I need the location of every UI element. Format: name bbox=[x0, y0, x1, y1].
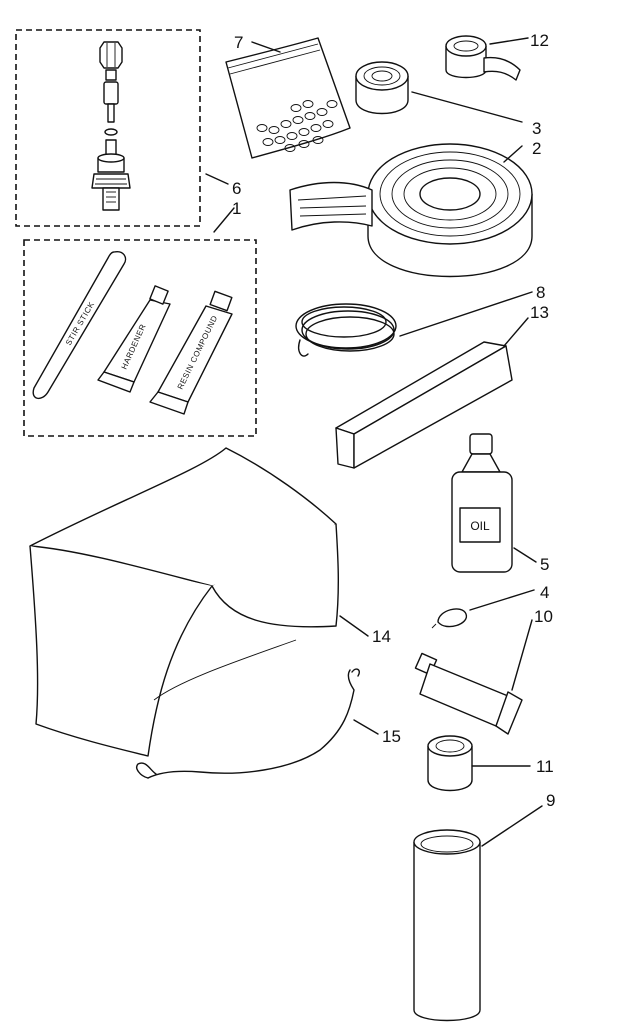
small-can-11 bbox=[427, 735, 473, 792]
epoxy-kit-box bbox=[23, 239, 257, 437]
tube-10 bbox=[414, 652, 523, 735]
cord-15 bbox=[136, 668, 361, 779]
valve-kit-group bbox=[15, 29, 201, 227]
resin-compound-tube: RESIN COMPOUND bbox=[149, 290, 233, 415]
large-tape-roll-2 bbox=[289, 143, 533, 278]
small-tape-roll-12 bbox=[445, 35, 521, 81]
epoxy-kit-group: STIR STICK HARDENER RESIN COMPOUND bbox=[23, 239, 257, 437]
callout-7: 7 bbox=[234, 33, 243, 52]
oil-label: OIL bbox=[470, 519, 490, 533]
o-rings bbox=[256, 100, 338, 152]
oil-bottle-5: OIL bbox=[451, 433, 513, 573]
callout-5: 5 bbox=[540, 555, 549, 574]
callout-3: 3 bbox=[532, 119, 541, 138]
cover-14 bbox=[29, 447, 339, 757]
callout-9: 9 bbox=[546, 791, 555, 810]
medium-tape-roll-3 bbox=[355, 61, 409, 115]
callout-8: 8 bbox=[536, 283, 545, 302]
aerosol-can-9 bbox=[413, 829, 481, 1022]
callout-labels: 7 12 3 2 6 1 8 13 5 4 10 14 15 11 9 bbox=[232, 31, 555, 810]
callout-11: 11 bbox=[536, 757, 554, 776]
valve-kit-box bbox=[15, 29, 201, 227]
hardener-tube: HARDENER bbox=[97, 285, 171, 393]
o-ring-bag bbox=[225, 37, 351, 159]
valve-assembly bbox=[91, 41, 131, 211]
callout-13: 13 bbox=[530, 303, 549, 322]
small-part-4 bbox=[431, 608, 467, 629]
callout-15: 15 bbox=[382, 727, 401, 746]
callout-10: 10 bbox=[534, 607, 553, 626]
leader-lines bbox=[205, 37, 543, 847]
tubing-coil-8 bbox=[295, 303, 397, 357]
callout-14: 14 bbox=[372, 627, 391, 646]
callout-1: 1 bbox=[232, 199, 241, 218]
callout-4: 4 bbox=[540, 583, 549, 602]
callout-2: 2 bbox=[532, 139, 541, 158]
block-13 bbox=[335, 341, 513, 469]
callout-6: 6 bbox=[232, 179, 241, 198]
callout-12: 12 bbox=[530, 31, 549, 50]
